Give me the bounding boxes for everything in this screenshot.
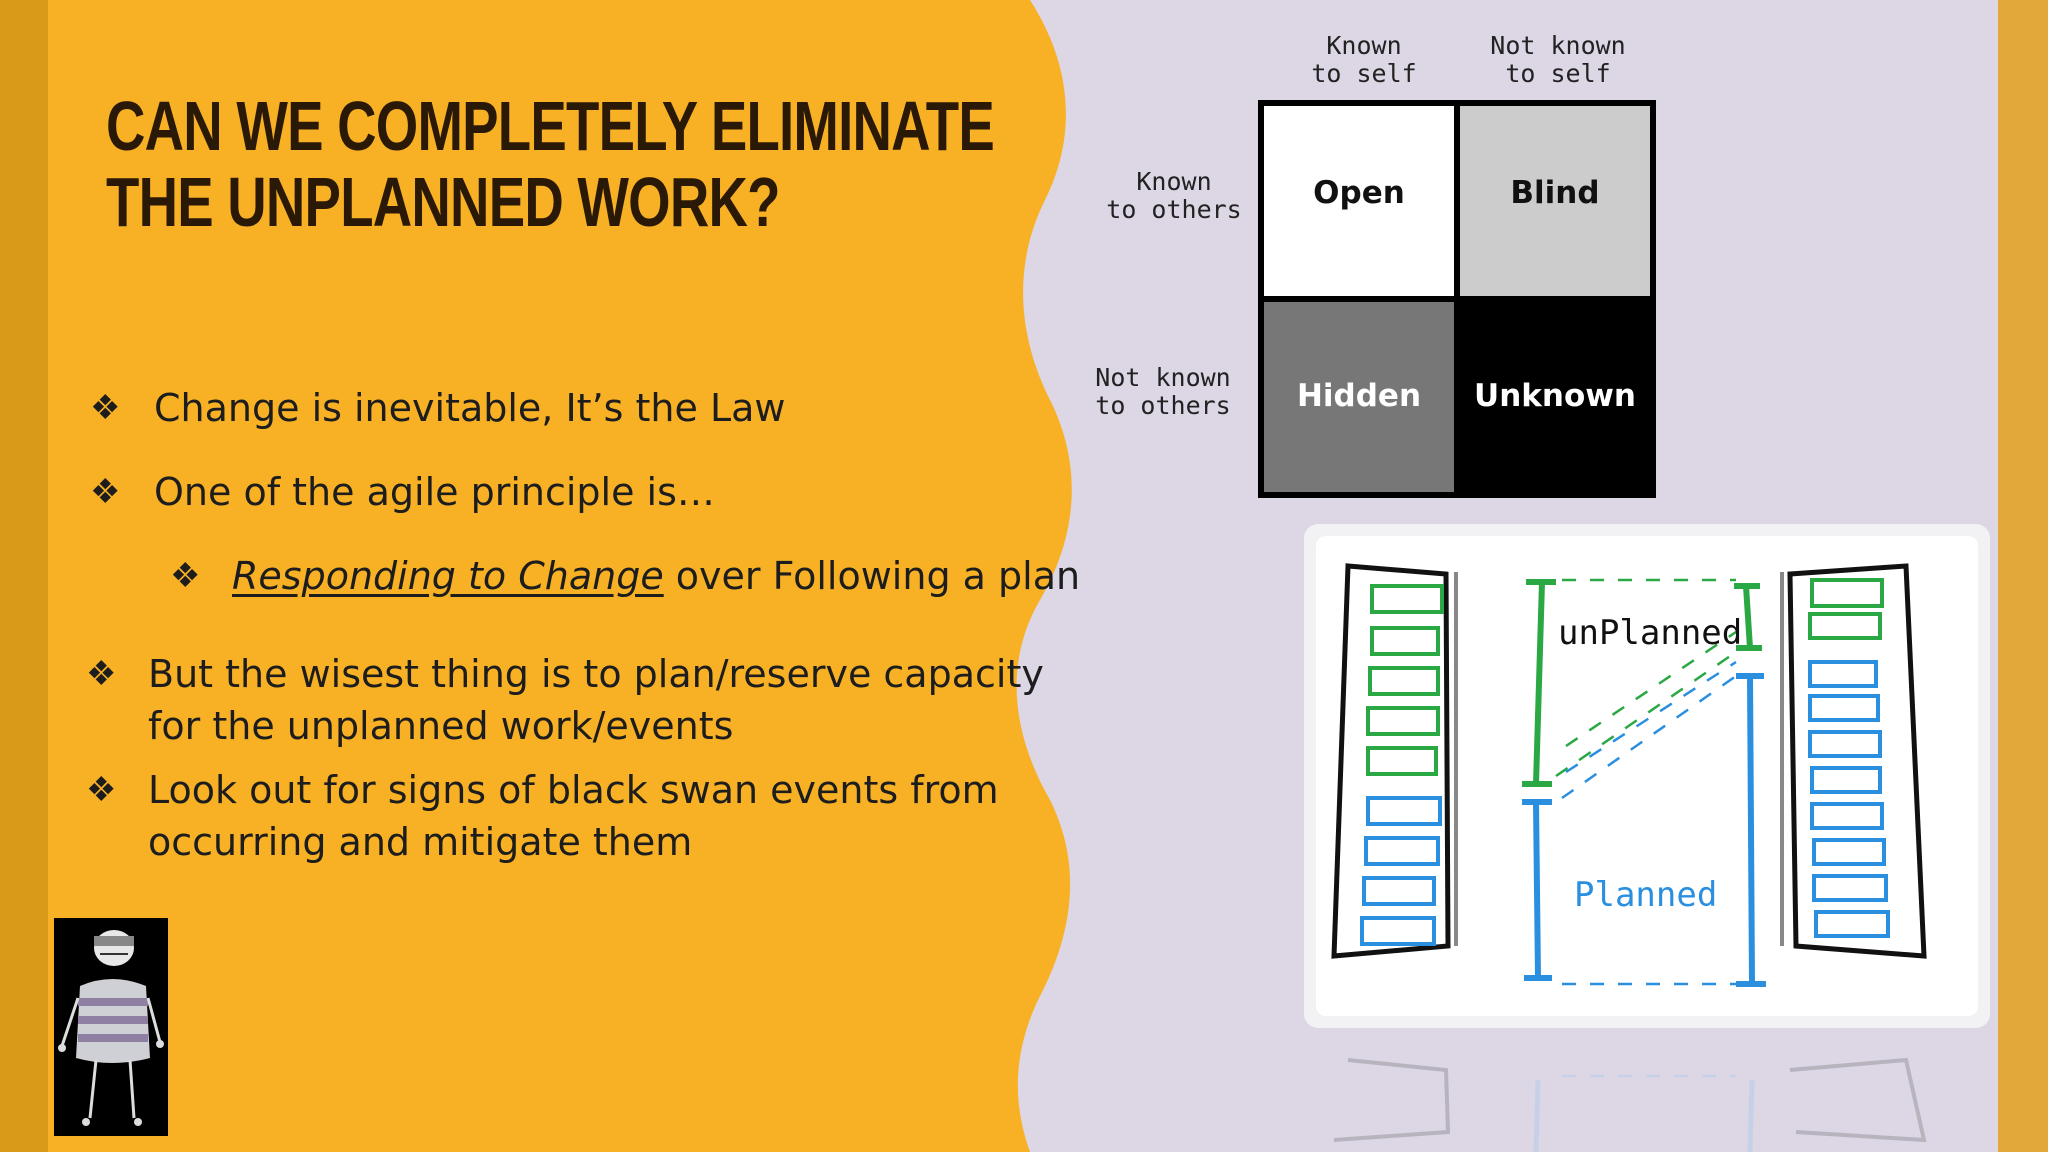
title-line-1: CAN WE COMPLETELY ELIMINATE [106,87,995,165]
johari-label-unknown: Unknown [1474,378,1636,414]
bullet-wisest-thing-line-2: for the unplanned work/events [148,704,734,748]
bullet-marker: ❖ [170,557,201,595]
planned-bracket [1522,673,1766,987]
right-green-items [1808,578,1884,640]
right-blue-items [1808,660,1890,938]
left-green-items [1366,584,1444,776]
title-line-2: THE UNPLANNED WORK? [106,163,780,241]
johari-row-header-text: Known to others [1106,167,1242,224]
johari-col-header-text: Known to self [1311,31,1417,88]
stick-figure-image [54,918,168,1136]
bullet-change-inevitable: Change is inevitable, It’s the Law [154,386,786,430]
left-backlog-column [1331,563,1451,959]
johari-cell-hidden [1264,302,1454,492]
responding-to-change-emphasis: Responding to Change [232,554,664,598]
johari-cell-blind [1460,106,1650,296]
left-gold-strip [0,0,48,1152]
johari-col-header-text: Not known to self [1490,31,1626,88]
johari-window: Open Blind Hidden Unknown [1258,100,1656,498]
johari-cell-unknown [1460,302,1650,492]
planned-label: Planned [1574,875,1717,915]
sketch-reflection [1316,1040,1978,1152]
unplanned-arrows [1555,578,1737,778]
bullet-responding-to-change: Responding to Change over Following a pl… [232,550,1080,602]
johari-row-header-not-known-to-others: Not known to others [1072,364,1254,420]
johari-row-header-known-to-others: Known to others [1094,168,1254,224]
sketch-card: unPlanned Planned [1304,524,1990,1028]
johari-row-header-text: Not known to others [1095,363,1231,420]
bullet-agile-principle: One of the agile principle is… [154,470,715,514]
bullet-black-swan-line-1: Look out for signs of black swan events … [148,768,999,812]
page-title: CAN WE COMPLETELY ELIMINATE THE UNPLANNE… [106,87,995,241]
wavy-gold-panel [0,0,1072,1152]
sketch-canvas: unPlanned Planned [1316,536,1978,1016]
bullet-marker: ❖ [90,473,121,511]
planned-arrows [1561,660,1737,986]
johari-label-open: Open [1313,175,1405,211]
bullet-marker: ❖ [90,389,121,427]
johari-label-blind: Blind [1510,175,1600,211]
over-following-plan-text: over Following a plan [663,554,1081,598]
left-blue-items [1360,796,1442,946]
right-gold-strip [1998,0,2048,1152]
bullet-wisest-thing-line-1: But the wisest thing is to plan/reserve … [148,652,1044,696]
johari-label-hidden: Hidden [1296,378,1422,414]
johari-cell-open [1264,106,1454,296]
unplanned-label: unPlanned [1558,613,1742,653]
bullet-marker: ❖ [86,655,117,693]
unplanned-bracket [1522,579,1762,787]
johari-col-header-not-known-to-self: Not known to self [1466,32,1650,88]
bullet-black-swan-line-2: occurring and mitigate them [148,820,693,864]
johari-col-header-known-to-self: Known to self [1286,32,1442,88]
bullet-marker: ❖ [86,771,117,809]
right-backlog-column [1787,563,1927,959]
unplanned-planned-sketch: unPlanned Planned [1331,563,1927,987]
